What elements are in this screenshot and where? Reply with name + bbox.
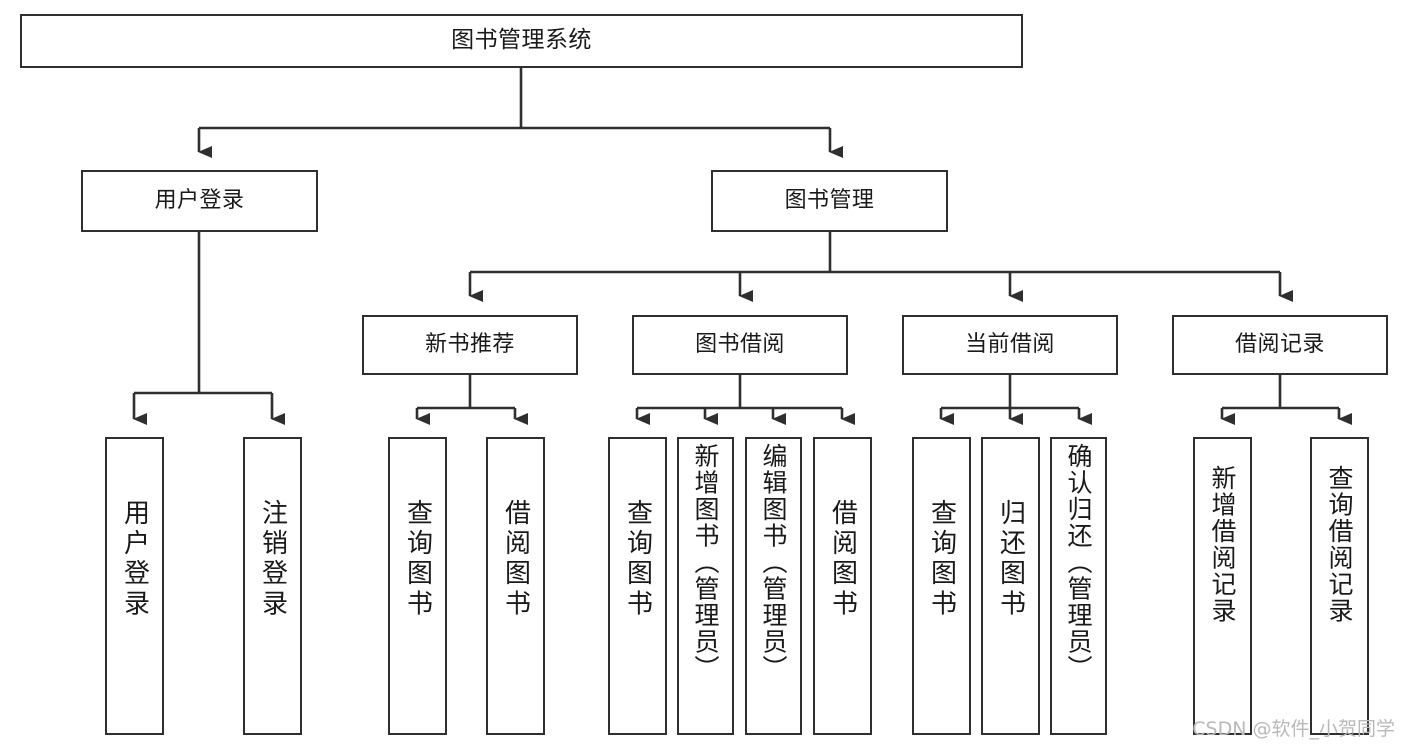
node-new-book-recommend[interactable]: 新书推荐: [362, 315, 578, 375]
node-label: 图书管理: [784, 187, 875, 213]
node-user-login[interactable]: 用户登录: [81, 170, 318, 232]
node-label: 新增借阅记录: [1208, 465, 1237, 624]
node-label: 注销登录: [257, 499, 288, 620]
node-label: 借阅记录: [1235, 331, 1325, 357]
leaf-current-borrow-confirm-return-admin[interactable]: 确认归还（管理员）: [1050, 437, 1107, 735]
node-label: 查询借阅记录: [1325, 465, 1354, 624]
node-label: 查询图书: [926, 499, 957, 620]
node-label: 借阅图书: [500, 499, 531, 620]
node-label: 查询图书: [622, 499, 653, 620]
node-borrow-record[interactable]: 借阅记录: [1172, 315, 1388, 375]
leaf-current-borrow-query-book[interactable]: 查询图书: [912, 437, 971, 735]
leaf-user-login-login[interactable]: 用户登录: [105, 437, 164, 735]
node-label: 用户登录: [119, 499, 150, 620]
leaf-new-book-borrow-book[interactable]: 借阅图书: [486, 437, 545, 735]
node-label: 用户登录: [154, 187, 245, 213]
leaf-book-borrow-query-book[interactable]: 查询图书: [608, 437, 667, 735]
leaf-current-borrow-return-book[interactable]: 归还图书: [981, 437, 1040, 735]
node-label: 归还图书: [995, 499, 1026, 620]
node-label: 当前借阅: [965, 331, 1055, 357]
node-label: 新增图书（管理员）: [691, 443, 720, 682]
node-label: 图书管理系统: [451, 27, 592, 54]
node-book-borrow[interactable]: 图书借阅: [632, 315, 848, 375]
leaf-book-borrow-add-book-admin[interactable]: 新增图书（管理员）: [677, 437, 734, 735]
node-current-borrow[interactable]: 当前借阅: [902, 315, 1118, 375]
leaf-borrow-record-query-record[interactable]: 查询借阅记录: [1310, 437, 1369, 735]
leaf-borrow-record-add-record[interactable]: 新增借阅记录: [1193, 437, 1252, 735]
node-label: 编辑图书（管理员）: [759, 443, 788, 682]
node-label: 图书借阅: [695, 331, 785, 357]
leaf-book-borrow-edit-book-admin[interactable]: 编辑图书（管理员）: [745, 437, 802, 735]
node-label: 新书推荐: [425, 331, 515, 357]
csdn-watermark: CSDN @软件_小贺同学: [1192, 718, 1395, 740]
leaf-new-book-query-book[interactable]: 查询图书: [388, 437, 447, 735]
node-label: 借阅图书: [827, 499, 858, 620]
leaf-book-borrow-borrow-book[interactable]: 借阅图书: [813, 437, 872, 735]
node-label: 确认归还（管理员）: [1064, 443, 1093, 682]
node-book-management[interactable]: 图书管理: [711, 170, 948, 232]
node-root-system[interactable]: 图书管理系统: [20, 14, 1023, 68]
leaf-user-login-logout[interactable]: 注销登录: [243, 437, 302, 735]
node-label: 查询图书: [402, 499, 433, 620]
